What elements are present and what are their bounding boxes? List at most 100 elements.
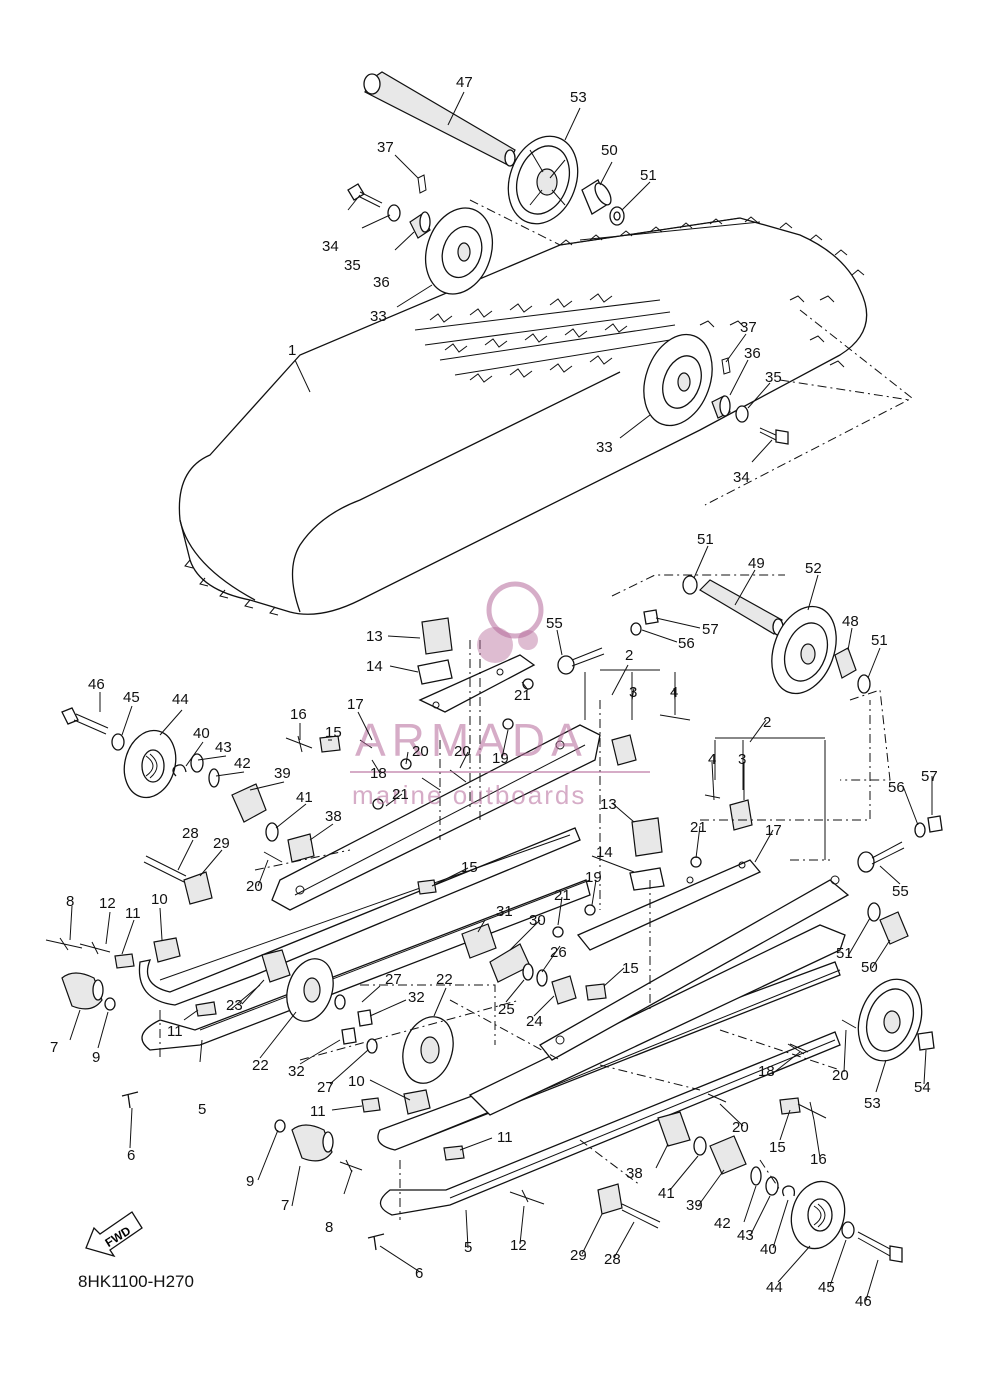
washer-26 <box>536 969 548 987</box>
wheel-53-lower <box>857 978 923 1062</box>
callout-20: 20 <box>246 878 263 895</box>
nut-54 <box>917 1031 935 1051</box>
callout-19: 19 <box>492 750 509 767</box>
slide-rail-5-upper <box>138 827 591 1051</box>
callout-2: 2 <box>625 647 633 664</box>
idler-wheel-44-left <box>123 729 177 799</box>
callout-33: 33 <box>370 308 387 325</box>
callout-45: 45 <box>818 1279 835 1296</box>
idler-wheel-33-mid <box>643 333 713 427</box>
callout-17: 17 <box>765 822 782 839</box>
callout-2: 2 <box>763 714 771 731</box>
callout-50: 50 <box>861 959 878 976</box>
pivot-39-right <box>709 1135 747 1175</box>
callout-15: 15 <box>461 859 478 876</box>
nut-32-b <box>341 1027 357 1045</box>
callout-52: 52 <box>805 560 822 577</box>
collar-23 <box>261 949 291 983</box>
callout-41: 41 <box>296 789 313 806</box>
callout-10: 10 <box>348 1073 365 1090</box>
bumper-10-left <box>153 937 181 963</box>
block-15-b <box>417 879 437 895</box>
nut-57-lower <box>927 815 943 833</box>
bracket-29-left <box>183 871 213 905</box>
bumper-10-right <box>403 1089 431 1115</box>
collar-50-lower <box>879 911 909 945</box>
o-ring-41-left <box>265 822 279 842</box>
callout-31: 31 <box>496 903 513 920</box>
callout-20: 20 <box>732 1119 749 1136</box>
bolt-34-mid <box>759 427 789 445</box>
callout-44: 44 <box>766 1279 783 1296</box>
watermark-tagline: marine outboards <box>352 780 586 810</box>
clip-14-upper <box>417 659 453 685</box>
roller-7-left <box>61 972 104 1010</box>
idler-wheel-52 <box>771 605 837 695</box>
callout-29: 29 <box>213 835 230 852</box>
watermark-brand: ARMADA <box>355 714 588 766</box>
callout-21: 21 <box>514 687 531 704</box>
callout-11: 11 <box>497 1129 513 1146</box>
nuts-19 <box>502 718 596 916</box>
roller-7-right <box>291 1124 334 1162</box>
callout-35: 35 <box>765 369 782 386</box>
pivot-38-left <box>287 833 315 863</box>
arm-31 <box>461 923 497 959</box>
bracket-2-3-4-lower <box>704 737 826 860</box>
callout-38: 38 <box>325 808 342 825</box>
slider-11-c <box>361 1097 381 1113</box>
callout-21: 21 <box>690 819 707 836</box>
callout-56: 56 <box>888 779 905 796</box>
callout-15: 15 <box>325 724 342 741</box>
washer-51-lower <box>867 902 881 922</box>
callout-29: 29 <box>570 1247 587 1264</box>
spacer-36-top <box>409 211 431 239</box>
washer-45-left <box>111 733 125 751</box>
callout-51: 51 <box>836 945 853 962</box>
callout-15: 15 <box>622 960 639 977</box>
wheel-22-left <box>286 958 334 1022</box>
callout-20: 20 <box>454 743 471 760</box>
bolt-28-right <box>621 1203 661 1229</box>
callout-46: 46 <box>855 1293 872 1310</box>
callout-39: 39 <box>686 1197 703 1214</box>
callout-51: 51 <box>697 531 714 548</box>
callout-11: 11 <box>167 1023 183 1040</box>
washer-27-a <box>334 994 346 1010</box>
callout-20: 20 <box>832 1067 849 1084</box>
callout-53: 53 <box>864 1095 881 1112</box>
washer-45-right <box>841 1221 855 1239</box>
callout-12: 12 <box>510 1237 527 1254</box>
diagram-code: 8HK1100-H270 <box>78 1272 194 1291</box>
callout-19: 19 <box>585 869 602 886</box>
callout-21: 21 <box>554 887 571 904</box>
callout-26: 26 <box>550 944 567 961</box>
callout-38: 38 <box>626 1165 643 1182</box>
callout-36: 36 <box>373 274 390 291</box>
callout-5: 5 <box>464 1239 472 1256</box>
bolt-28-left <box>143 855 187 883</box>
callout-41: 41 <box>658 1185 675 1202</box>
callout-14: 14 <box>366 658 383 675</box>
idler-wheel-44-right <box>790 1180 846 1250</box>
callout-20: 20 <box>412 743 429 760</box>
suspension-arm-17-left <box>418 654 536 713</box>
idler-wheel-33-top <box>425 207 493 295</box>
callout-34: 34 <box>733 469 750 486</box>
callout-57: 57 <box>921 768 938 785</box>
callout-51: 51 <box>640 167 657 184</box>
callout-13: 13 <box>366 628 383 645</box>
callout-51: 51 <box>871 632 888 649</box>
callout-16: 16 <box>810 1151 827 1168</box>
o-ring-41-right <box>693 1136 707 1156</box>
washer-51-right <box>857 674 871 694</box>
collar-48 <box>834 647 857 679</box>
callout-5: 5 <box>198 1101 206 1118</box>
callout-25: 25 <box>498 1001 515 1018</box>
nuts-21 <box>372 678 702 938</box>
callout-27: 27 <box>385 971 402 988</box>
callout-15: 15 <box>769 1139 786 1156</box>
callout-40: 40 <box>193 725 210 742</box>
callout-32: 32 <box>408 989 425 1006</box>
assembly-guide-lines <box>159 640 891 1220</box>
